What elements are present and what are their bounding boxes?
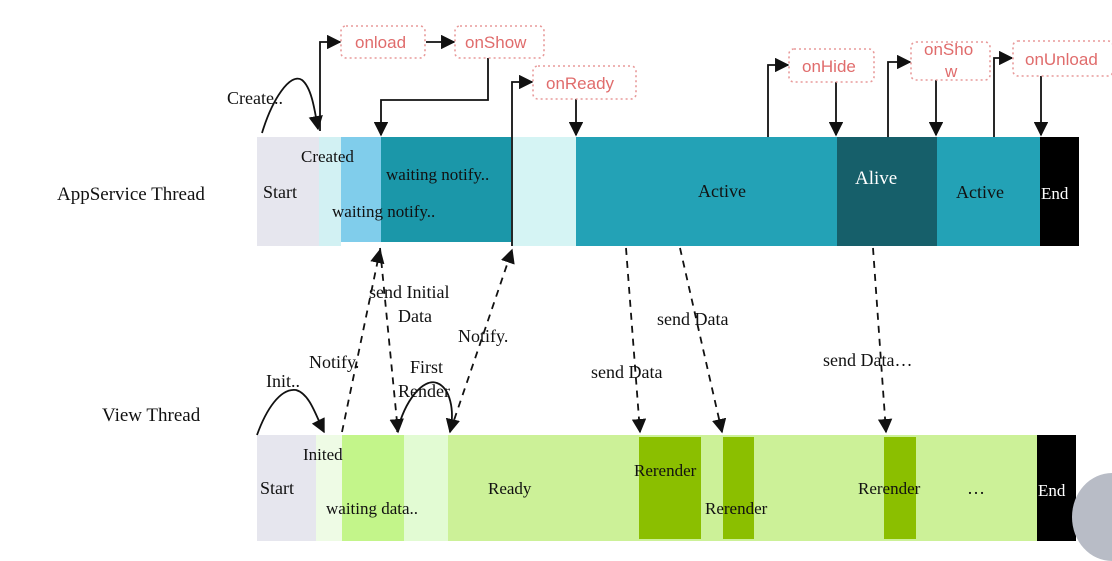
app-gap-segment xyxy=(511,137,576,246)
app-alive-label: Alive xyxy=(855,168,897,189)
send-data-arrow-3 xyxy=(872,247,893,434)
onhide-label: onHide xyxy=(802,57,856,76)
view-start-label: Start xyxy=(260,478,294,498)
view-end-segment xyxy=(1037,435,1076,541)
view-end-label: End xyxy=(1038,481,1066,500)
onready-trigger-connector xyxy=(511,74,534,246)
view-inited-label: Inited xyxy=(303,445,343,464)
app-start-label: Start xyxy=(263,182,297,202)
onunload-trigger-connector xyxy=(993,50,1014,137)
onshow-label: onShow xyxy=(465,33,527,52)
view-rerender-label-3: Rerender xyxy=(858,479,921,498)
view-thread-label: View Thread xyxy=(102,405,201,426)
view-bar xyxy=(257,435,1076,541)
onshow-2-trigger-connector xyxy=(887,54,912,137)
app-start-segment xyxy=(257,137,319,246)
appservice-bar xyxy=(257,137,1079,246)
view-waiting-data-label: waiting data.. xyxy=(326,499,418,518)
app-active-label-1: Active xyxy=(698,181,746,201)
send-data-arrow-2 xyxy=(679,247,727,434)
onhide-box xyxy=(788,48,875,83)
app-active-segment-2 xyxy=(937,137,1040,246)
first-render-label-1: First xyxy=(410,357,443,377)
app-waiting-notify-label-1: waiting notify.. xyxy=(386,165,489,184)
app-alive-segment xyxy=(837,137,937,246)
onready-box xyxy=(532,65,637,100)
first-render-arrow xyxy=(396,381,460,434)
first-render-label-2: Render xyxy=(398,381,450,401)
onload-box xyxy=(340,25,426,59)
app-waiting-notify-light-segment xyxy=(341,137,381,242)
notify-label-1: Notify. xyxy=(309,352,359,372)
onload-label: onload xyxy=(355,33,406,52)
init-arrow xyxy=(256,389,325,436)
view-rerender-label-1: Rerender xyxy=(634,461,697,480)
app-end-segment xyxy=(1040,137,1079,246)
app-waiting-notify-label-2: waiting notify.. xyxy=(332,202,435,221)
send-data-label-1: send Data xyxy=(591,362,662,382)
notify-label-2: Notify. xyxy=(458,326,508,346)
init-label: Init.. xyxy=(266,371,300,391)
notify-arrow-2 xyxy=(449,248,515,433)
view-rerender-segment-2 xyxy=(723,437,754,539)
onshow-2-label-line2: w xyxy=(944,62,958,81)
onload-connector xyxy=(319,34,342,131)
send-initial-data-arrow xyxy=(379,247,404,434)
send-initial-data-label-1: send Initial xyxy=(369,282,449,302)
onshow-to-appservice-connector xyxy=(373,58,489,137)
view-inited-segment xyxy=(316,435,342,541)
send-data-label-3: send Data… xyxy=(823,350,912,370)
send-data-label-2: send Data xyxy=(657,309,728,329)
edge-overlay xyxy=(1072,473,1112,561)
view-rerender-label-2: Rerender xyxy=(705,499,768,518)
view-rerender-segment-3 xyxy=(884,437,916,539)
app-waiting-notify-segment xyxy=(381,137,511,242)
notify-arrow-1 xyxy=(341,248,385,433)
app-created-segment xyxy=(319,137,341,246)
appservice-thread-label: AppService Thread xyxy=(57,184,205,205)
onshow-box xyxy=(454,25,545,59)
onready-label: onReady xyxy=(546,74,615,93)
onhide-trigger-connector xyxy=(767,57,790,137)
view-first-render-segment xyxy=(404,435,448,541)
onshow-2-box xyxy=(910,41,991,81)
onunload-label: onUnload xyxy=(1025,50,1098,69)
view-ready-label: Ready xyxy=(488,479,532,498)
view-waiting-data-segment xyxy=(342,435,404,541)
send-data-arrow-1 xyxy=(625,247,647,434)
app-active-segment-1 xyxy=(576,137,837,246)
create-arrow xyxy=(261,77,323,134)
app-created-label: Created xyxy=(301,147,354,166)
view-rerender-segment-1 xyxy=(639,437,701,539)
app-end-label: End xyxy=(1041,184,1069,203)
create-label: Create.. xyxy=(227,88,283,108)
send-initial-data-label-2: Data xyxy=(398,306,432,326)
app-active-label-2: Active xyxy=(956,182,1004,202)
onunload-box xyxy=(1012,40,1112,77)
view-ellipsis: … xyxy=(967,478,985,498)
onshow-2-label-line1: onSho xyxy=(924,40,973,59)
view-start-segment xyxy=(257,435,316,541)
